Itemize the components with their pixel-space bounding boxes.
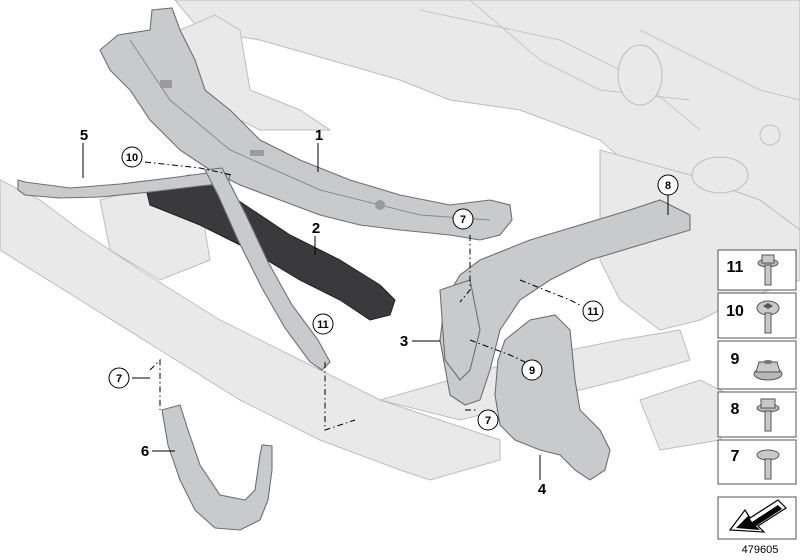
circled-callout-9: 9 xyxy=(521,359,543,381)
svg-text:10: 10 xyxy=(726,303,744,320)
part-6-bracket xyxy=(161,404,273,531)
circled-callout-7-top: 7 xyxy=(452,208,474,230)
legend-row-11: 11 xyxy=(717,249,797,291)
callout-5: 5 xyxy=(80,127,88,144)
bolt-icon xyxy=(757,254,779,286)
part-2-lower-crossmember xyxy=(144,174,396,321)
part-5-strut-brace xyxy=(17,167,331,371)
svg-text:8: 8 xyxy=(731,401,740,418)
part-4-lower-bracket xyxy=(494,314,611,481)
direction-arrow-icon xyxy=(728,499,787,533)
circled-callout-7-left: 7 xyxy=(108,367,130,389)
fastener-legend: 11 10 9 xyxy=(717,249,797,540)
circled-callout-11-right: 11 xyxy=(582,300,604,322)
diagram-id: 479605 xyxy=(742,544,779,556)
screw-icon xyxy=(756,449,780,480)
svg-text:7: 7 xyxy=(485,415,491,427)
svg-text:9: 9 xyxy=(529,365,535,377)
legend-row-direction xyxy=(717,496,797,540)
svg-text:11: 11 xyxy=(317,319,329,331)
svg-text:7: 7 xyxy=(460,214,466,226)
svg-text:11: 11 xyxy=(587,306,599,318)
svg-text:11: 11 xyxy=(727,259,744,276)
circled-callout-10: 10 xyxy=(121,146,143,168)
legend-row-7: 7 xyxy=(717,439,797,485)
circled-callout-7-bottom: 7 xyxy=(477,409,499,431)
svg-text:7: 7 xyxy=(731,448,740,465)
legend-row-10: 10 xyxy=(717,292,797,339)
legend-row-9: 9 xyxy=(717,340,797,390)
torx-screw-icon xyxy=(756,300,780,334)
svg-text:10: 10 xyxy=(126,152,138,164)
svg-text:8: 8 xyxy=(665,180,671,192)
callout-2: 2 xyxy=(312,220,320,237)
svg-text:7: 7 xyxy=(116,373,122,385)
callout-6: 6 xyxy=(141,443,149,460)
circled-callout-11-left: 11 xyxy=(312,313,334,335)
callout-1: 1 xyxy=(315,127,323,144)
callout-4: 4 xyxy=(538,481,547,498)
svg-text:9: 9 xyxy=(731,351,740,368)
callout-3: 3 xyxy=(400,333,408,350)
flange-nut-icon xyxy=(753,360,783,381)
hex-bolt-icon xyxy=(756,398,780,432)
circled-callout-8: 8 xyxy=(657,174,679,196)
legend-row-8: 8 xyxy=(717,391,797,438)
assembly-lines xyxy=(144,161,581,431)
leader-lines xyxy=(82,143,669,480)
